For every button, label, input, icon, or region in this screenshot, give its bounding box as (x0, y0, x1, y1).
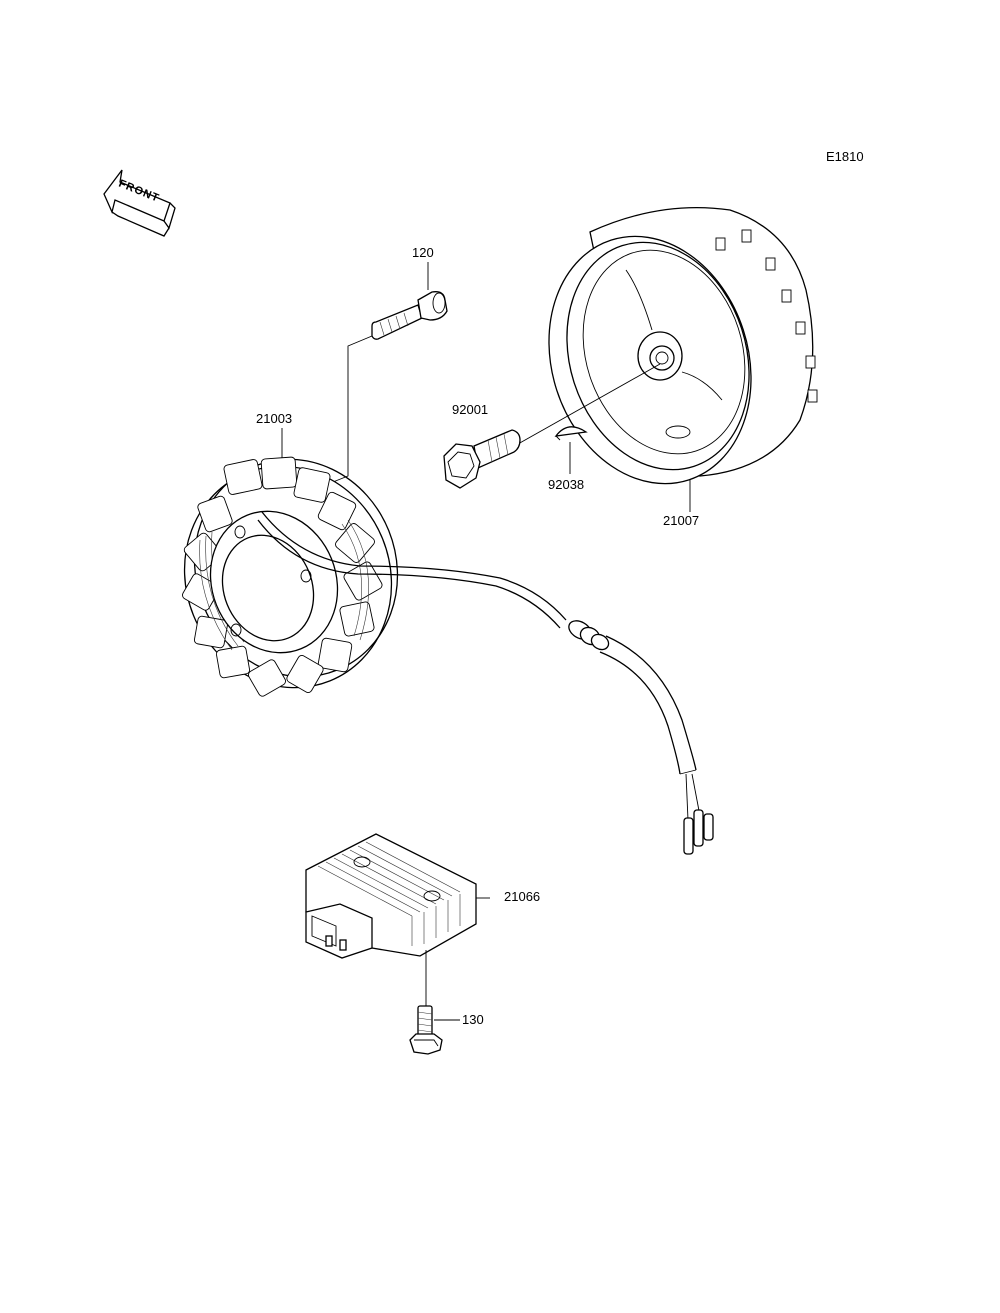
part-number-21066: 21066 (504, 889, 540, 904)
part-number-92001: 92001 (452, 402, 488, 417)
rotor-21007: 21007 (548, 206, 818, 528)
bolt-92001: 92001 (443, 363, 661, 489)
stator-21003: 21003 (182, 411, 399, 697)
regulator-21066: 21066 (305, 833, 540, 1010)
part-number-21003: 21003 (256, 411, 292, 426)
stator-harness (257, 511, 714, 855)
key-92038: 92038 (548, 426, 588, 492)
part-number-92038: 92038 (548, 477, 584, 492)
front-arrow-icon: FRONT (103, 169, 176, 237)
part-number-120: 120 (412, 245, 434, 260)
bolt-120: 120 (327, 245, 448, 485)
diagram-code: E1810 (826, 149, 864, 164)
part-number-130: 130 (462, 1012, 484, 1027)
part-number-21007: 21007 (663, 513, 699, 528)
bolt-130: 130 (409, 1005, 484, 1055)
